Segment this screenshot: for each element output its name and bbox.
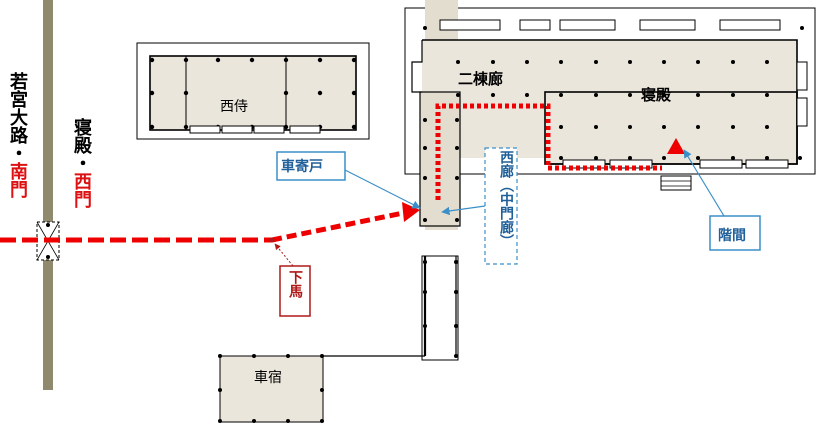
main-compound [404, 0, 816, 230]
procession-route [0, 103, 685, 243]
lower-corridor [323, 255, 459, 361]
wakamiya-road [43, 0, 53, 390]
callout-kuruma-yose [276, 151, 421, 209]
kuruma-yado-building [218, 354, 324, 423]
callout-geba [274, 243, 311, 317]
steps [660, 175, 692, 191]
arrival-triangle [667, 138, 685, 154]
callout-hashigakushi [683, 149, 761, 251]
nishi-samurai-building [136, 42, 370, 140]
callout-nishi-rou [441, 147, 518, 265]
